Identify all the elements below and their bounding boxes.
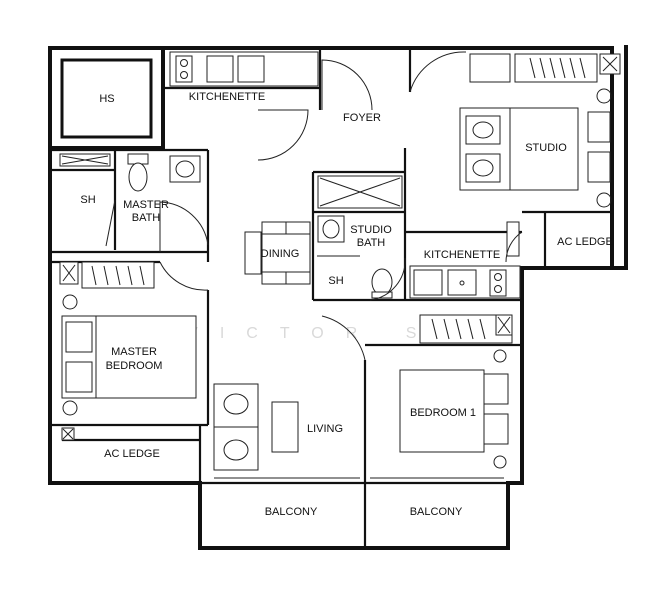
room-label-hs: HS [99, 93, 114, 105]
room-label-balcony-left: BALCONY [265, 506, 318, 518]
room-label-sh-studio: SH [328, 275, 343, 287]
room-label-ac-ledge-right: AC LEDGE [557, 236, 613, 248]
master-bath: SH MASTER BATH [59, 153, 209, 252]
room-label-studio-bath-line1: STUDIO [350, 224, 392, 236]
room-label-master-bedroom-line2: BEDROOM [106, 360, 163, 372]
kitchenette-studio: KITCHENETTE [409, 221, 523, 299]
interior-walls [50, 48, 612, 548]
room-label-living: LIVING [307, 423, 343, 435]
room-label-bedroom-1: BEDROOM 1 [410, 407, 476, 419]
master-bedroom: MASTER BEDROOM [59, 261, 209, 441]
room-label-studio: STUDIO [525, 142, 567, 154]
living-room: LIVING [213, 315, 366, 471]
studio-bath: STUDIO BATH SH [317, 175, 406, 301]
ac-ledge-left: AC LEDGE [104, 448, 160, 460]
ac-ledge-right: AC LEDGE [557, 236, 613, 248]
room-label-master-bedroom-line1: MASTER [111, 346, 157, 358]
room-label-ac-ledge-left: AC LEDGE [104, 448, 160, 460]
room-label-balcony-right: BALCONY [410, 506, 463, 518]
hs-room: HS [48, 46, 165, 150]
studio-room: STUDIO [459, 53, 621, 208]
kitchenette-main: KITCHENETTE [169, 51, 319, 103]
room-label-dining: DINING [261, 248, 300, 260]
dining-area: DINING [244, 221, 311, 285]
balconies: BALCONY BALCONY [214, 477, 504, 518]
room-label-master-bath-line2: BATH [132, 212, 161, 224]
watermark: VICTOR SO [187, 325, 473, 342]
room-label-master-bath-line1: MASTER [123, 199, 169, 211]
room-label-sh-master: SH [80, 194, 95, 206]
room-label-kitchenette-studio: KITCHENETTE [424, 249, 500, 261]
room-label-studio-bath-line2: BATH [357, 237, 386, 249]
room-label-kitchenette-main: KITCHENETTE [189, 91, 265, 103]
bedroom-1: BEDROOM 1 [399, 314, 513, 469]
room-label-foyer: FOYER [343, 112, 381, 124]
foyer: FOYER [257, 51, 467, 161]
